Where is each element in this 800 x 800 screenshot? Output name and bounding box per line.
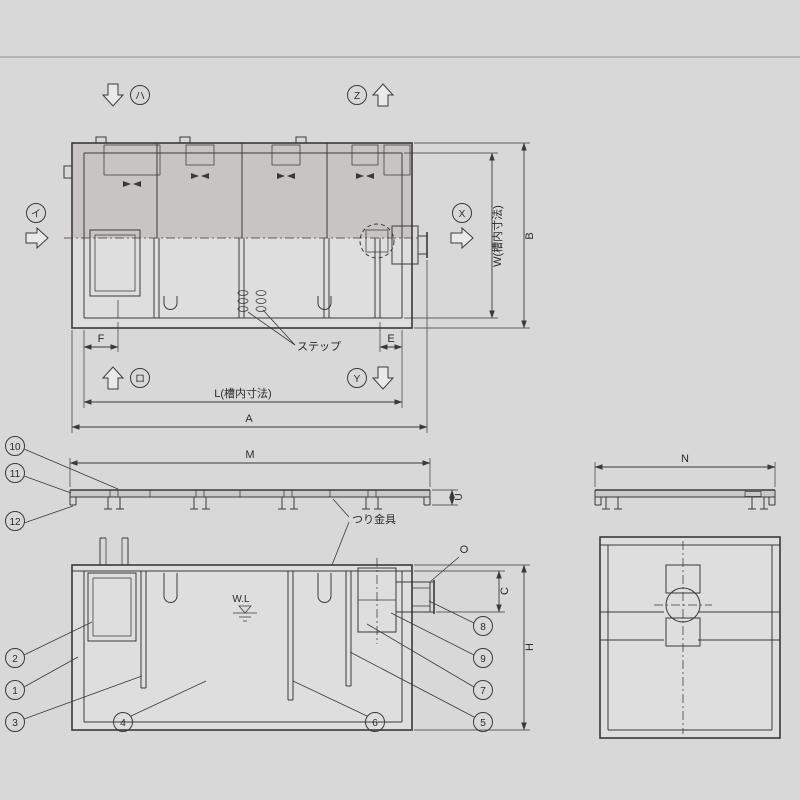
water-level-label: W.L [232,594,250,605]
water-level-symbol: W.L [232,594,257,622]
callout-11: 11 [5,463,72,494]
dim-l: L(槽内寸法) [83,352,403,408]
callout-6: 6 [292,680,385,732]
lid-end-lines [594,489,776,506]
callout-8-label: 8 [480,622,486,633]
dim-w-label: W(槽内寸法) [490,205,504,267]
callout-9: 9 [390,612,493,668]
end-interior [600,537,780,738]
callout-10: 10 [5,436,119,490]
view-arrow-z: Z [347,83,395,107]
callout-6-label: 6 [372,718,378,729]
dim-n-label: N [681,453,689,465]
callout-3: 3 [5,675,143,732]
dim-a-label: A [245,413,253,425]
dim-m: M [69,449,431,487]
hanger-label: つり金具 [352,512,396,526]
dim-c: C [414,570,511,613]
callout-4-label: 4 [120,718,126,729]
plan-view: ステップ F E L(槽内寸法) A [25,83,536,433]
callout-10-label: 10 [9,442,21,453]
callout-1-label: 1 [12,686,18,697]
view-letter-x: X [459,209,466,220]
end-structure [599,536,781,739]
dim-f: F [83,322,119,352]
callout-3-label: 3 [12,718,18,729]
dim-e-label: E [387,333,394,345]
callout-9-label: 9 [480,654,486,665]
callout-5-label: 5 [480,718,486,729]
view-letter-z: Z [354,91,360,102]
dim-e: E [379,322,403,352]
plan-strainer-basket [89,229,141,297]
dim-f-label: F [98,333,105,345]
step-annotation: ステップ [247,309,341,353]
plan-outlet-trap [359,223,428,265]
lid-plate-lines [69,489,431,506]
dim-u: U [432,489,465,506]
lid-side-view: M U [5,436,465,571]
view-arrow-ha: ハ [101,83,150,107]
plan-interior-area [72,238,412,328]
lid-end-feet [602,497,768,510]
plan-lifting-hooks [163,296,332,310]
callout-4: 4 [113,680,207,732]
step-label: ステップ [297,340,341,353]
view-letter-i: イ [31,209,41,220]
dim-o-label: O [460,544,469,556]
section-strainer-basket [87,572,137,642]
section-side-view: W.L O C H 2 [5,537,536,732]
plan-structure-lines [64,142,420,329]
view-arrow-ro: ロ [101,366,150,390]
lid-end-view: N [594,453,776,510]
callout-11-label: 11 [10,469,21,480]
view-arrow-y: Y [347,366,395,390]
plan-hatched-pads [103,144,411,176]
view-arrow-x: X [450,203,474,250]
view-letter-ha: ハ [135,91,145,102]
dim-c-label: C [499,587,511,595]
dim-b-label: B [524,232,536,239]
dim-m-label: M [245,449,254,461]
dim-h-label: H [524,643,536,651]
section-baffles [140,571,352,701]
section-end-view [599,536,781,739]
callout-12-label: 12 [9,517,21,528]
lid-plate [70,490,430,497]
hanger-annotation: つり金具 [329,498,396,571]
plan-latch-symbols [123,173,374,187]
dim-a: A [71,260,428,433]
callout-5: 5 [349,651,493,732]
dim-o: O [430,544,469,582]
callout-2: 2 [5,621,93,668]
dim-u-label: U [454,493,465,500]
callout-12: 12 [5,505,74,531]
dim-w: W(槽内寸法) [404,152,504,319]
callout-2-label: 2 [12,654,18,665]
plan-step-rungs [237,290,267,312]
section-interior [72,565,412,730]
callout-1: 1 [5,656,79,700]
dim-h: H [414,564,536,731]
end-outlet-fitting [654,541,712,734]
lid-end-plate [595,490,775,497]
dim-b: B [414,142,536,329]
dim-n: N [594,453,776,487]
view-letter-y: Y [354,374,361,385]
section-lifting-hooks [163,573,332,603]
view-letter-ro: ロ [135,374,145,385]
lid-feet [104,497,382,510]
callout-7: 7 [366,623,493,700]
dim-l-label: L(槽内寸法) [214,386,271,400]
callout-7-label: 7 [480,686,486,697]
view-arrow-i: イ [25,203,49,250]
callout-8: 8 [428,600,493,636]
